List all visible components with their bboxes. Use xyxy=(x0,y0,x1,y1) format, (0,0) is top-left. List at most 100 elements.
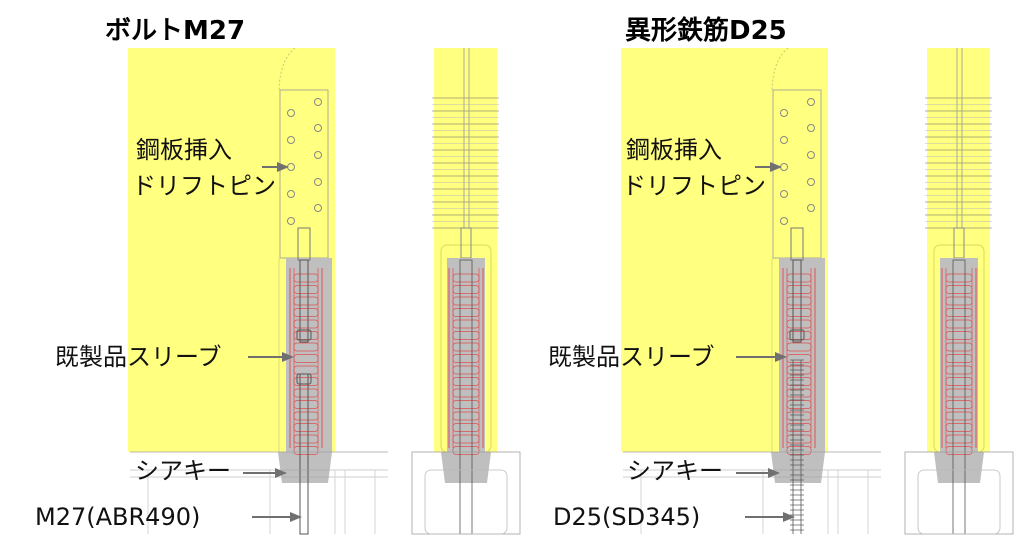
sleeve-rib xyxy=(452,285,480,294)
sleeve xyxy=(286,258,332,452)
sleeve-rib xyxy=(786,342,812,352)
arrow-head-icon xyxy=(768,468,780,478)
panel-title-bolt: ボルトM27 xyxy=(105,16,246,46)
bolt xyxy=(299,259,309,343)
bolt xyxy=(299,373,309,535)
sleeve-rib xyxy=(293,285,319,294)
rebar xyxy=(792,259,802,343)
sleeve-rib xyxy=(452,331,480,340)
drift-pin-icon xyxy=(314,204,322,212)
sleeve-rib xyxy=(452,365,480,375)
sleeve-rib xyxy=(945,377,973,386)
sleeve-rib xyxy=(945,342,973,352)
sleeve-rib xyxy=(293,388,319,398)
sleeve-rib xyxy=(945,331,973,340)
sleeve-rib xyxy=(945,296,973,306)
drift-pin-icon xyxy=(780,190,788,198)
drift-pin-icon xyxy=(780,136,788,144)
sleeve-rib xyxy=(293,308,319,317)
sleeve-rib xyxy=(786,423,812,432)
sleeve-rib xyxy=(293,434,319,444)
sleeve-rib xyxy=(786,400,812,409)
sleeve-rib xyxy=(452,273,480,283)
cut-line xyxy=(278,47,296,91)
label-drift-pin: ドリフトピン xyxy=(622,172,766,200)
sleeve-rib xyxy=(452,434,480,444)
label-anchor: M27(ABR490) xyxy=(35,503,201,531)
drift-pin-icon xyxy=(287,217,295,225)
sleeve xyxy=(779,258,825,452)
bolt-nut xyxy=(296,329,312,341)
label-shear-key: シアキー xyxy=(627,457,723,485)
label-sleeve: 既製品スリーブ xyxy=(55,343,222,371)
sleeve-rib xyxy=(452,446,480,455)
shear-key-front xyxy=(934,452,984,483)
sleeve-rib xyxy=(786,354,812,363)
label-drift-pin: ドリフトピン xyxy=(132,172,276,200)
sleeve-rib xyxy=(945,423,973,432)
sleeve-rib xyxy=(452,296,480,306)
sleeve-rib xyxy=(452,377,480,386)
drift-pin-icon xyxy=(807,151,815,159)
sleeve-rib xyxy=(945,365,973,375)
sleeve-rib xyxy=(452,423,480,432)
label-steel-plate: 鋼板挿入 xyxy=(136,136,232,164)
sleeve-rib xyxy=(293,354,319,363)
label-shear-key: シアキー xyxy=(135,457,231,485)
sleeve-rib xyxy=(293,296,319,306)
sleeve-rib xyxy=(293,446,319,455)
arrow-head-icon xyxy=(275,468,287,478)
drift-pin-icon xyxy=(807,98,815,106)
foundation-rebar xyxy=(424,469,508,535)
sleeve-rib xyxy=(293,411,319,421)
sleeve-rib xyxy=(786,388,812,398)
sleeve-rib xyxy=(786,308,812,317)
sleeve-rib xyxy=(786,319,812,329)
drift-pin-icon xyxy=(780,217,788,225)
foundation-rebar xyxy=(917,469,1001,535)
arrow-head-icon xyxy=(770,162,782,172)
label-sleeve: 既製品スリーブ xyxy=(548,343,715,371)
sleeve-rib xyxy=(452,342,480,352)
arrow-head-icon xyxy=(290,512,302,522)
sleeve-rib xyxy=(786,273,812,283)
drift-pin-icon xyxy=(807,124,815,132)
shear-key xyxy=(771,452,825,483)
sleeve-rib xyxy=(945,319,973,329)
drift-pin-icon xyxy=(314,124,322,132)
sleeve-rib xyxy=(293,319,319,329)
drift-pin-icon xyxy=(314,151,322,159)
sleeve-rib xyxy=(293,400,319,409)
sleeve-rib xyxy=(452,388,480,398)
shear-key-front xyxy=(441,452,491,483)
sleeve-rib xyxy=(452,319,480,329)
sleeve-rib xyxy=(786,377,812,386)
arrow-head-icon xyxy=(282,352,294,362)
drift-pin-icon xyxy=(287,190,295,198)
sleeve-rib xyxy=(786,296,812,306)
sleeve-rib xyxy=(945,388,973,398)
sleeve-rib xyxy=(293,423,319,432)
sleeve-rib xyxy=(945,354,973,363)
drift-pin-icon xyxy=(287,109,295,117)
sleeve-rib xyxy=(945,434,973,444)
sleeve-rib xyxy=(452,354,480,363)
drift-pin-icon xyxy=(807,204,815,212)
cut-line xyxy=(771,47,789,91)
drift-pin-icon xyxy=(287,136,295,144)
sleeve-rib xyxy=(945,400,973,409)
panel-title-rebar: 異形鉄筋D25 xyxy=(625,16,787,46)
sleeve-rib xyxy=(293,342,319,352)
sleeve-rib xyxy=(452,308,480,317)
rebar-nut xyxy=(789,329,805,341)
label-steel-plate: 鋼板挿入 xyxy=(626,136,722,164)
drift-pin-icon xyxy=(314,98,322,106)
sleeve-rib xyxy=(786,446,812,455)
drift-pin-icon xyxy=(780,109,788,117)
arrow-head-icon xyxy=(783,512,795,522)
sleeve-rib xyxy=(786,285,812,294)
sleeve-rib xyxy=(945,446,973,455)
sleeve-rib xyxy=(945,285,973,294)
